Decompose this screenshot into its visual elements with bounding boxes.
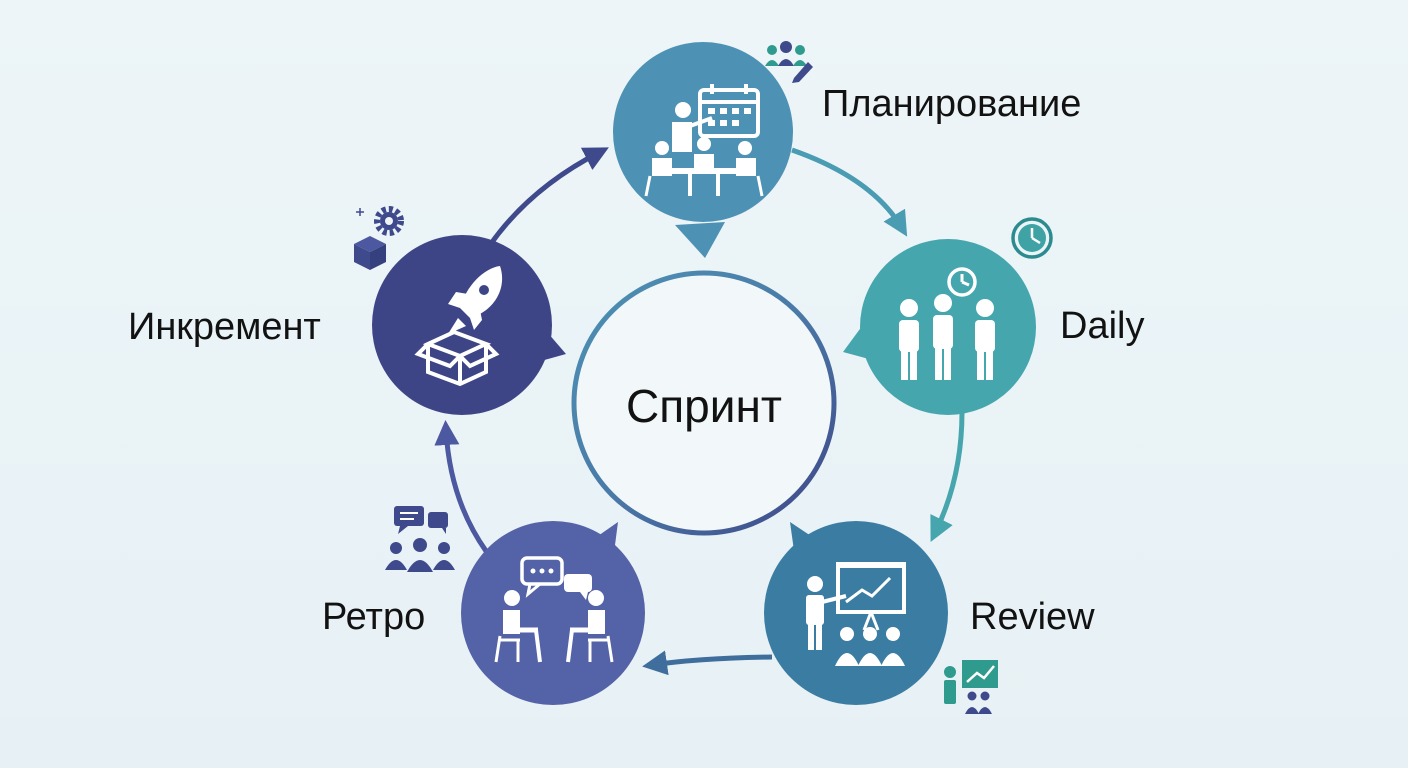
box-gear-icon [354, 206, 404, 270]
center-label: Спринт [626, 380, 782, 432]
stage-increment[interactable] [372, 235, 566, 415]
arrow-review-to-retro [642, 650, 773, 676]
node-circle-planning [613, 42, 793, 222]
clock-icon [1011, 217, 1053, 259]
stage-retro[interactable] [461, 521, 645, 705]
arrow-retro-to-increment [434, 420, 489, 553]
stage-label-planning: Планирование [822, 83, 1081, 125]
arrow-daily-to-review [930, 411, 965, 542]
stage-review[interactable] [764, 521, 948, 705]
stage-label-daily: Daily [1060, 305, 1144, 347]
node-circle-retro [461, 521, 645, 705]
stage-daily[interactable] [843, 239, 1036, 415]
arrow-increment-to-planning [487, 147, 609, 247]
chart-presentation-icon [944, 660, 998, 714]
chat-group-icon [385, 506, 455, 572]
team-meeting-calendar-icon [644, 84, 764, 197]
center-ring [571, 270, 837, 536]
rocket-box-icon [414, 266, 503, 387]
stage-label-retro: Ретро [322, 596, 425, 638]
stage-label-review: Review [970, 596, 1095, 638]
stage-label-increment: Инкремент [128, 306, 321, 348]
standup-clock-icon [899, 267, 995, 380]
stage-planning[interactable] [613, 42, 793, 258]
presentation-audience-icon [806, 562, 906, 666]
conversation-icon [494, 556, 614, 663]
arrow-planning-to-daily [791, 147, 908, 237]
team-edit-icon [765, 41, 813, 83]
node-bubble-planning [675, 222, 725, 258]
